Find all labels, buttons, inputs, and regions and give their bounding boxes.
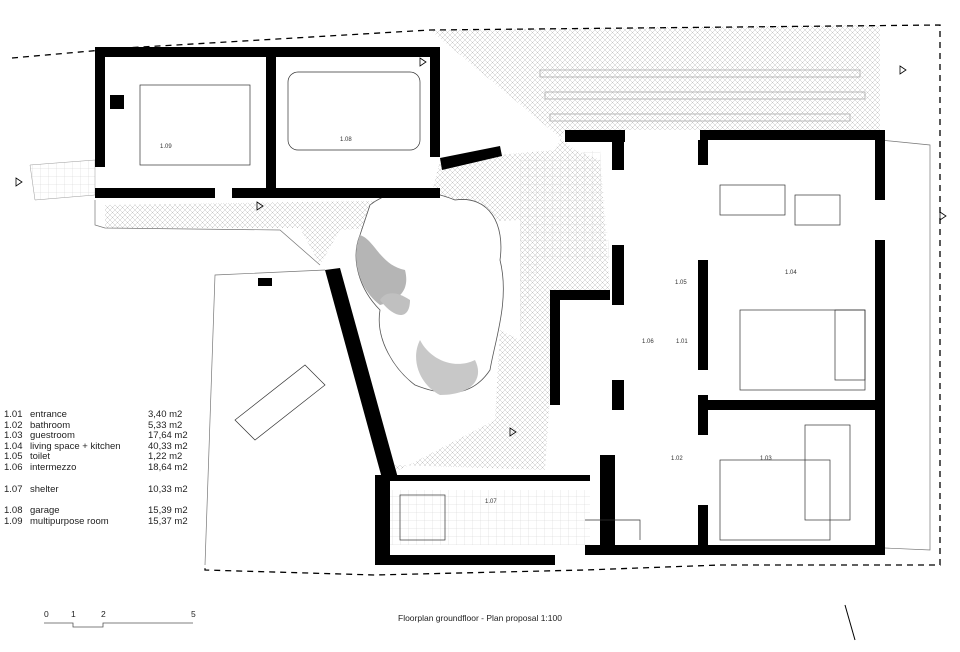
- legend-row: 1.04 living space + kitchen 40,33 m2: [4, 440, 188, 453]
- plan-caption: Floorplan groundfloor - Plan proposal 1:…: [398, 613, 562, 623]
- room-name: bathroom: [30, 419, 71, 431]
- room-number: 1.08: [4, 505, 23, 517]
- room-label: 1.02: [671, 456, 683, 462]
- room-label: 1.07: [485, 499, 497, 505]
- tree: [355, 190, 504, 395]
- room-name: intermezzo: [30, 461, 77, 473]
- room-name: living space + kitchen: [30, 440, 121, 452]
- room-area: 1,22 m2: [148, 451, 183, 463]
- room-label: 1.01: [676, 339, 688, 345]
- property-line: [11, 24, 941, 576]
- walls: [95, 47, 885, 565]
- parking-marks: [539, 69, 866, 122]
- legend-row: 1.05 toilet 1,22 m2: [4, 452, 188, 463]
- legend-row: 1.02 bathroom 5,33 m2: [4, 419, 188, 432]
- legend-row: 1.08 garage 15,39 m2: [4, 506, 188, 517]
- north-mark: [844, 604, 856, 641]
- room-area: 15,37 m2: [148, 515, 188, 527]
- room-name: toilet: [30, 451, 51, 463]
- room-label: 1.05: [675, 280, 687, 286]
- room-area: 40,33 m2: [148, 440, 188, 452]
- room-area: 18,64 m2: [148, 461, 188, 473]
- room-name: multipurpose room: [30, 515, 109, 527]
- room-label: 1.09: [160, 144, 172, 150]
- room-area: 5,33 m2: [148, 419, 183, 431]
- scale-bar: [44, 622, 193, 628]
- room-number: 1.02: [4, 419, 23, 431]
- room-name: shelter: [30, 483, 59, 495]
- room-label: 1.03: [760, 456, 772, 462]
- room-area: 10,33 m2: [148, 483, 188, 495]
- furniture: [139, 71, 866, 541]
- room-label: 1.06: [642, 339, 654, 345]
- room-label: 1.08: [340, 137, 352, 143]
- scale-label: 1: [71, 609, 76, 619]
- room-area: 17,64 m2: [148, 430, 188, 442]
- compass-arrows: [15, 57, 947, 437]
- legend-row: 1.06 intermezzo 18,64 m2: [4, 461, 188, 474]
- legend-row: 1.03 guestroom 17,64 m2: [4, 431, 188, 442]
- room-number: 1.04: [4, 440, 23, 452]
- room-number: 1.01: [4, 409, 23, 420]
- room-area: 3,40 m2: [148, 409, 183, 420]
- scale-label: 2: [101, 609, 106, 619]
- scale-label: 0: [44, 609, 49, 619]
- legend-row: 1.01 entrance 3,40 m2: [4, 409, 188, 421]
- room-number: 1.06: [4, 461, 23, 473]
- paved-area: [29, 25, 880, 545]
- legend-row: 1.07 shelter 10,33 m2: [4, 483, 188, 496]
- room-number: 1.05: [4, 451, 23, 463]
- scale-label: 5: [191, 609, 196, 619]
- site-outline: [94, 139, 931, 566]
- room-name: guestroom: [30, 430, 75, 442]
- room-number: 1.07: [4, 483, 23, 495]
- room-label: 1.04: [785, 270, 797, 276]
- room-name: garage: [30, 505, 60, 517]
- room-name: entrance: [30, 409, 67, 420]
- legend-row: 1.09 multipurpose room 15,37 m2: [4, 515, 188, 528]
- room-area: 15,39 m2: [148, 505, 188, 517]
- room-number: 1.03: [4, 430, 23, 442]
- room-number: 1.09: [4, 515, 23, 527]
